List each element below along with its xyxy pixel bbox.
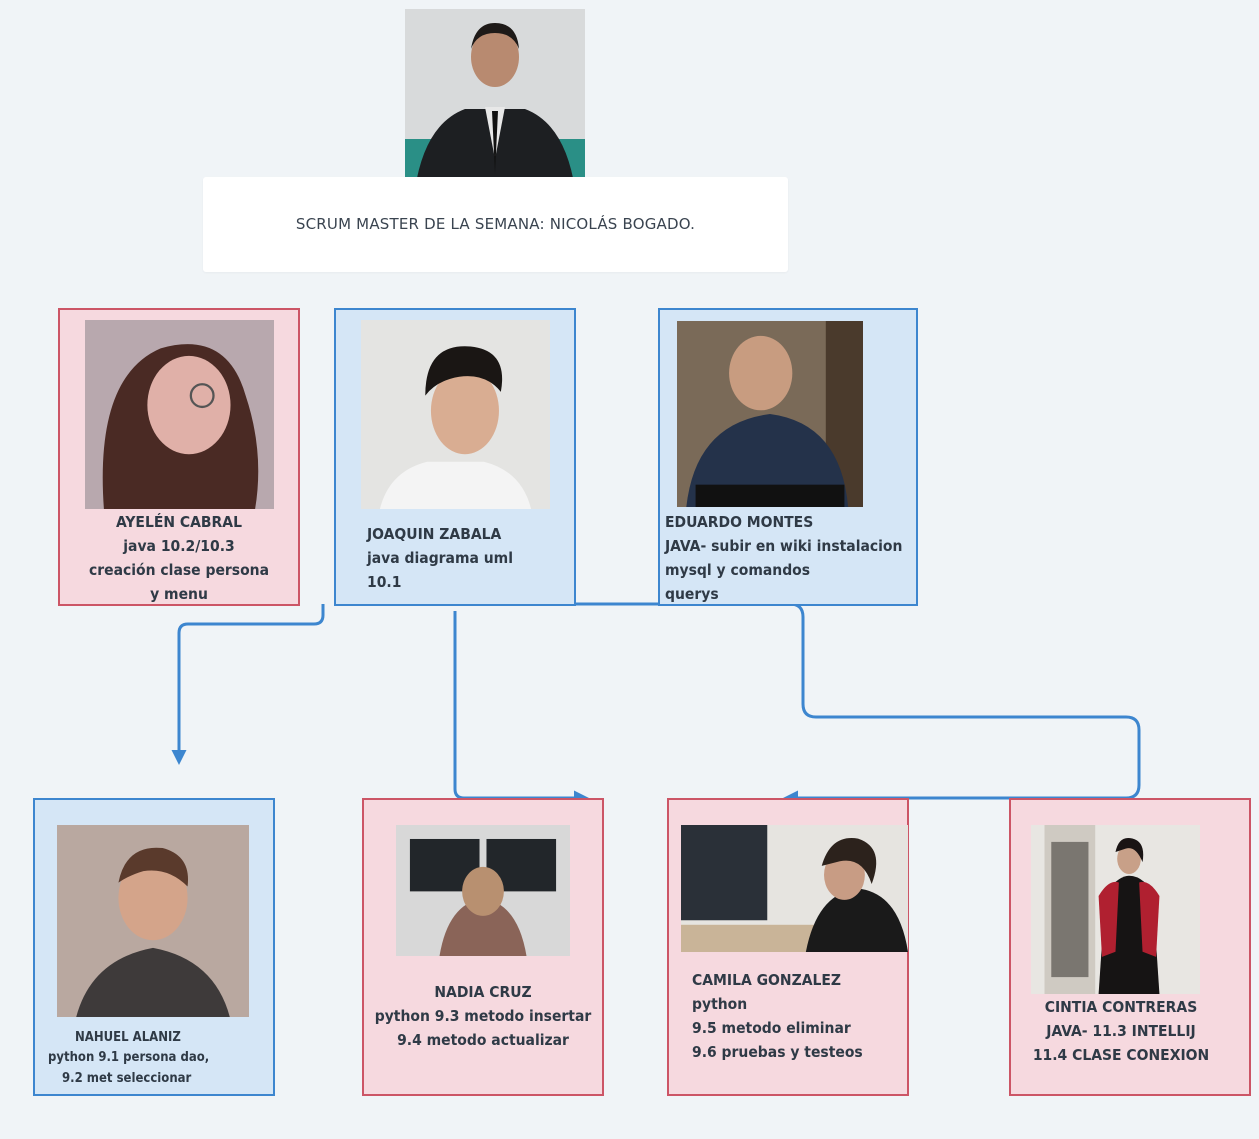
member-photo-cintia bbox=[1031, 825, 1200, 994]
member-name-cintia: CINTIA CONTRERAS bbox=[1044, 998, 1198, 1016]
member-task-cintia-2: 11.4 CLASE CONEXION bbox=[1032, 1046, 1210, 1064]
member-task-cintia-1: JAVA- 11.3 INTELLIJ bbox=[1046, 1022, 1196, 1040]
member-name-camila: CAMILA GONZALEZ bbox=[692, 971, 842, 989]
connector-to-nadia bbox=[453, 611, 589, 806]
member-task-camila-1: python bbox=[692, 995, 748, 1013]
member-task-eduardo-2: mysql y comandos bbox=[665, 561, 811, 579]
scrum-master-photo bbox=[405, 9, 585, 189]
scrum-master-banner: SCRUM MASTER DE LA SEMANA: NICOLÁS BOGAD… bbox=[203, 177, 788, 272]
scrum-master-label: SCRUM MASTER DE LA SEMANA: NICOLÁS BOGAD… bbox=[295, 215, 696, 233]
member-name-joaquin: JOAQUIN ZABALA bbox=[367, 525, 502, 543]
member-task-ayelen-3: y menu bbox=[150, 585, 208, 603]
member-photo-joaquin bbox=[361, 320, 550, 509]
member-task-nahuel-1: python 9.1 persona dao, bbox=[48, 1050, 210, 1065]
member-task-eduardo-3: querys bbox=[665, 585, 719, 603]
member-task-camila-3: 9.6 pruebas y testeos bbox=[692, 1043, 863, 1061]
member-task-nadia-2: 9.4 metodo actualizar bbox=[397, 1031, 569, 1049]
member-photo-camila bbox=[681, 825, 908, 952]
member-name-ayelen: AYELÉN CABRAL bbox=[116, 513, 242, 531]
member-task-nadia-1: python 9.3 metodo insertar bbox=[374, 1007, 592, 1025]
member-name-nadia: NADIA CRUZ bbox=[434, 983, 532, 1001]
member-photo-nahuel bbox=[57, 825, 249, 1017]
connector-to-nahuel bbox=[171, 604, 325, 765]
member-task-camila-2: 9.5 metodo eliminar bbox=[692, 1019, 851, 1037]
member-photo-nadia bbox=[396, 825, 570, 956]
member-task-joaquin-2: 10.1 bbox=[367, 573, 402, 591]
member-name-eduardo: EDUARDO MONTES bbox=[665, 513, 814, 531]
member-task-ayelen-2: creación clase persona bbox=[88, 561, 270, 579]
member-task-eduardo-1: JAVA- subir en wiki instalacion bbox=[665, 537, 903, 555]
member-photo-eduardo bbox=[677, 321, 863, 507]
member-task-ayelen-1: java 10.2/10.3 bbox=[123, 537, 235, 555]
member-task-joaquin-1: java diagrama uml bbox=[367, 549, 513, 567]
connector-to-camila bbox=[574, 602, 1141, 806]
member-name-nahuel: NAHUEL ALANIZ bbox=[75, 1030, 181, 1045]
member-task-nahuel-2: 9.2 met seleccionar bbox=[62, 1071, 192, 1086]
member-photo-ayelen bbox=[85, 320, 274, 509]
